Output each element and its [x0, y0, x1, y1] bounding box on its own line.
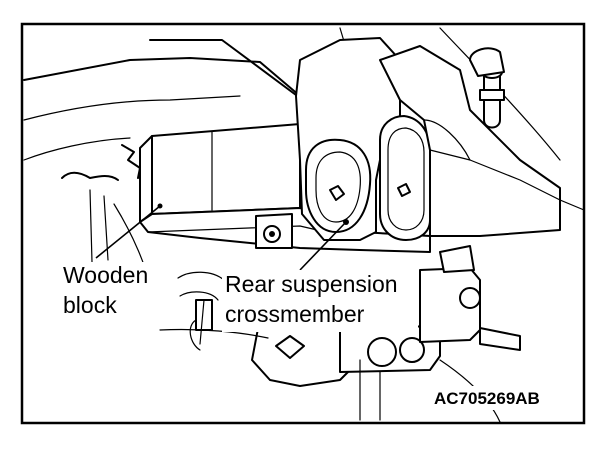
left-clip-detail — [159, 271, 269, 351]
figure-code: AC705269AB — [434, 389, 540, 408]
lower-arm-assembly — [251, 245, 521, 423]
wooden-block-label-line1: Wooden — [63, 262, 148, 288]
body-mount-bushing — [469, 47, 505, 129]
wooden-block-leader — [95, 205, 161, 259]
wooden-block-label-line2: block — [63, 292, 117, 318]
wooden-block — [139, 123, 301, 223]
crossmember-label-line1: Rear suspension — [225, 271, 398, 297]
rear-suspension-crossmember — [295, 37, 561, 241]
crossmember-label-line2: crossmember — [225, 301, 365, 327]
vehicle-underbody-drawing — [23, 27, 585, 423]
figure-frame — [20, 22, 586, 425]
bracket-bolt — [255, 213, 293, 249]
crossmember-leader — [299, 221, 347, 271]
